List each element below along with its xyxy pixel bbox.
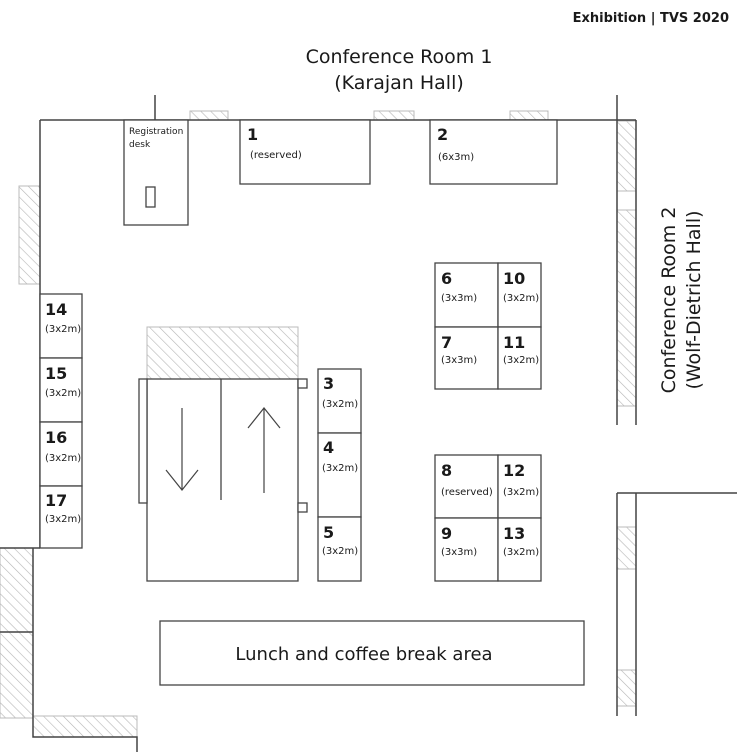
booth-number: 1: [247, 125, 258, 144]
booth-size: (3x2m): [45, 388, 81, 399]
booth-size: (3x2m): [503, 355, 539, 366]
registration-desk: [123, 119, 189, 226]
window-left: [18, 185, 41, 285]
arrow-up-icon: [247, 407, 281, 493]
booth-number: 17: [45, 491, 67, 510]
booth-7[interactable]: 7 (3x3m): [434, 326, 499, 390]
booth-size: (reserved): [441, 487, 493, 498]
booth-size: (3x2m): [45, 453, 81, 464]
stair-bottom-left-2: [0, 631, 34, 719]
booth-17[interactable]: 17 (3x2m): [39, 485, 83, 549]
booth-size: (3x3m): [441, 293, 477, 304]
door-right-lower-1: [616, 526, 637, 570]
room1-name: Conference Room 1: [306, 46, 493, 68]
booth-12[interactable]: 12 (3x2m): [497, 454, 542, 519]
booth-5[interactable]: 5 (3x2m): [317, 516, 362, 582]
booth-9[interactable]: 9 (3x3m): [434, 517, 499, 582]
booth-number: 11: [503, 333, 525, 352]
booth-number: 7: [441, 333, 452, 352]
escalator-rail-left: [138, 378, 148, 504]
booth-size: (6x3m): [438, 152, 474, 163]
booth-15[interactable]: 15 (3x2m): [39, 357, 83, 423]
booth-13[interactable]: 13 (3x2m): [497, 517, 542, 582]
booth-size: (3x2m): [503, 547, 539, 558]
booth-number: 2: [437, 125, 448, 144]
booth-11[interactable]: 11 (3x2m): [497, 326, 542, 390]
booth-number: 10: [503, 269, 525, 288]
booth-1[interactable]: 1 (reserved): [239, 119, 371, 185]
booth-size: (3x2m): [322, 463, 358, 474]
booth-number: 8: [441, 461, 452, 480]
booth-number: 5: [323, 523, 334, 542]
stairwell-hatch: [146, 326, 299, 380]
lunch-area: [159, 620, 585, 686]
arrow-down-icon: [165, 408, 199, 491]
booth-size: (3x3m): [441, 355, 477, 366]
door-top-center: [373, 110, 415, 121]
door-top-left: [189, 110, 229, 121]
escalator-post-1: [297, 378, 308, 389]
booth-size: (3x3m): [441, 547, 477, 558]
booth-number: 15: [45, 364, 67, 383]
door-top-right: [509, 110, 549, 121]
booth-size: (3x2m): [322, 399, 358, 410]
booth-number: 14: [45, 300, 67, 319]
booth-6[interactable]: 6 (3x3m): [434, 262, 499, 328]
registration-label-2: desk: [129, 140, 151, 150]
booth-size: (3x2m): [45, 324, 81, 335]
exhibition-title: Exhibition | TVS 2020: [573, 11, 729, 26]
registration-label: Registration: [129, 127, 183, 137]
escalator-block: [146, 378, 299, 582]
booth-size: (3x2m): [322, 546, 358, 557]
booth-size: (3x2m): [45, 514, 81, 525]
booth-number: 6: [441, 269, 452, 288]
booth-10[interactable]: 10 (3x2m): [497, 262, 542, 328]
room1-subname: (Karajan Hall): [334, 72, 464, 94]
door-right-lower-2: [616, 669, 637, 707]
door-right-long: [616, 209, 637, 407]
lunch-area-label: Lunch and coffee break area: [235, 644, 492, 665]
registration-counter: [145, 186, 156, 208]
booth-number: 13: [503, 524, 525, 543]
booth-2[interactable]: 2 (6x3m): [429, 119, 558, 185]
booth-number: 9: [441, 524, 452, 543]
booth-3[interactable]: 3 (3x2m): [317, 368, 362, 434]
booth-size: (3x2m): [503, 293, 539, 304]
stair-bottom-left: [0, 547, 34, 633]
room2-name: Conference Room 2: [658, 207, 680, 394]
booth-number: 3: [323, 374, 334, 393]
booth-number: 16: [45, 428, 67, 447]
booth-14[interactable]: 14 (3x2m): [39, 293, 83, 359]
booth-number: 12: [503, 461, 525, 480]
room2-label: Conference Room 2 (Wolf-Dietrich Hall): [658, 207, 705, 394]
booth-number: 4: [323, 438, 334, 457]
booth-16[interactable]: 16 (3x2m): [39, 421, 83, 487]
door-right-upper: [616, 120, 637, 192]
booth-size: (reserved): [250, 150, 302, 161]
booth-4[interactable]: 4 (3x2m): [317, 432, 362, 518]
room2-subname: (Wolf-Dietrich Hall): [683, 210, 705, 389]
escalator-post-2: [297, 502, 308, 513]
floor-bottom-left: [32, 715, 138, 738]
booth-size: (3x2m): [503, 487, 539, 498]
booth-8[interactable]: 8 (reserved): [434, 454, 499, 519]
